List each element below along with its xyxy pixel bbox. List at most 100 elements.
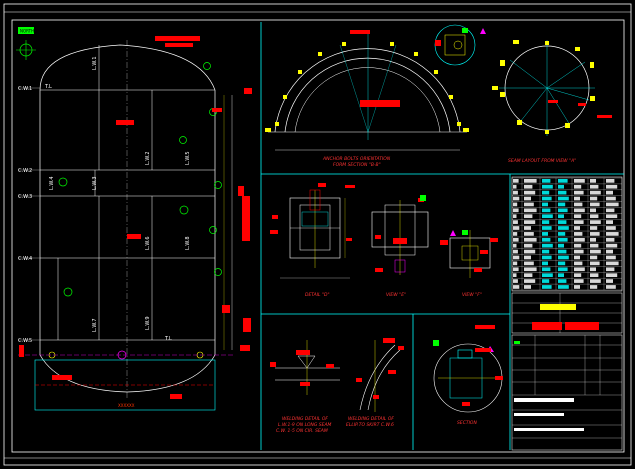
table-cell (513, 285, 520, 289)
table-cell (574, 196, 580, 201)
table-cell (590, 261, 600, 266)
table-cell (524, 279, 536, 283)
weld-1-title: WELDING DETAIL OF (282, 416, 328, 422)
anchor-bolt-markers (265, 42, 469, 132)
nozzle-table (511, 176, 623, 292)
weld-2-sub1: ELLIP.TO SKIRT C.W.6 (346, 422, 394, 428)
detail-d-label: DETAIL "D" (305, 292, 330, 298)
table-cell (574, 190, 584, 195)
table-cell (542, 184, 553, 189)
table-cell (590, 255, 598, 260)
table-cell (590, 237, 596, 242)
table-cell (558, 202, 566, 207)
redline-blocks-vessel (19, 36, 252, 399)
table-cell (542, 279, 550, 283)
table-cell (574, 279, 584, 283)
table-cell (542, 202, 548, 207)
seam-layout-view (499, 40, 595, 136)
table-cell (590, 214, 599, 219)
table-cell (513, 190, 518, 195)
lw-label-9: L.W.9 (145, 316, 151, 330)
table-cell (590, 243, 599, 248)
table-cell (513, 279, 518, 283)
table-cell (524, 190, 536, 195)
vessel-elevation (18, 40, 235, 411)
weld-1-sub2: C.W. 1-5 ON CIR. SEAM (276, 428, 328, 434)
lw-label-6: L.W.6 (145, 236, 151, 250)
table-cell (590, 202, 600, 207)
table-cell (590, 232, 600, 236)
table-cell (524, 214, 533, 219)
table-cell (590, 179, 596, 183)
lw-label-2: L.W.2 (145, 151, 151, 165)
table-cell (606, 285, 616, 289)
table-cell (606, 226, 616, 230)
table-cell (524, 249, 536, 254)
table-cell (558, 184, 564, 189)
table-cell (574, 184, 582, 189)
table-cell (606, 202, 619, 207)
table-cell (542, 273, 553, 278)
table-cell (524, 184, 533, 189)
table-cell (558, 249, 567, 254)
nozzle-tags (58, 62, 222, 297)
table-cell (542, 237, 551, 242)
table-cell (606, 261, 619, 266)
lw-label-1: L.W.1 (92, 56, 98, 70)
table-cell (574, 202, 583, 207)
table-cell (574, 208, 585, 213)
table-cell (574, 237, 585, 242)
table-cell (558, 267, 568, 272)
table-cell (513, 232, 518, 236)
table-cell (558, 196, 569, 201)
table-cell (524, 273, 533, 278)
table-cell (513, 267, 519, 272)
table-cell (574, 285, 580, 289)
view-f-label: VIEW "F" (462, 292, 482, 298)
table-cell (606, 190, 613, 195)
cw-label-2: C.W.2 (18, 168, 32, 174)
table-cell (542, 255, 552, 260)
cw-label-4: C.W.4 (18, 256, 32, 262)
table-cell (558, 208, 568, 213)
outer-frame (3, 3, 632, 466)
table-cell (513, 208, 519, 213)
table-cell (542, 214, 553, 219)
table-cell (590, 273, 599, 278)
table-cell (524, 220, 536, 224)
table-cell (542, 179, 551, 183)
table-cell (524, 285, 531, 289)
lw-label-7: L.W.7 (92, 318, 98, 332)
table-cell (542, 249, 550, 254)
weld-detail-1 (270, 340, 340, 395)
table-cell (542, 285, 552, 289)
table-cell (590, 196, 598, 201)
table-cell (606, 208, 615, 213)
table-cell (524, 267, 537, 272)
weld-2-title: WELDING DETAIL OF (348, 416, 394, 422)
table-cell (524, 179, 537, 183)
table-cell (590, 249, 601, 254)
lw-label-5: L.W.5 (185, 151, 191, 165)
table-cell (558, 226, 569, 230)
table-cell (513, 243, 517, 248)
table-cell (606, 249, 613, 254)
table-cell (590, 226, 598, 230)
tl-label-top: T.L (44, 84, 52, 90)
seam-markers (492, 40, 595, 134)
table-cell (590, 285, 598, 289)
view-e (371, 195, 429, 275)
table-cell (606, 237, 615, 242)
table-cell (524, 208, 537, 213)
table-cell (524, 196, 531, 201)
table-cell (606, 196, 616, 201)
table-cell (558, 190, 567, 195)
tl-label-bottom: T.L (164, 336, 172, 342)
skirt-bottom-label: XXXXXX (118, 403, 135, 408)
table-cell (574, 232, 583, 236)
table-cell (574, 249, 584, 254)
cw-label-3: C.W.3 (18, 194, 32, 200)
table-cell (558, 285, 569, 289)
table-cell (513, 226, 520, 230)
